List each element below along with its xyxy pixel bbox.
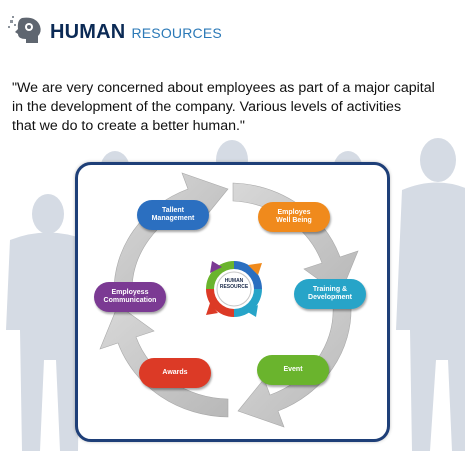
node-talent-management: Tallent Management (137, 200, 209, 230)
title-light: RESOURCES (131, 25, 222, 41)
hr-cycle-panel: HUMAN RESOURCE Tallent Management Employ… (75, 162, 390, 442)
hub-label: HUMAN RESOURCE (219, 278, 249, 290)
mission-quote: "We are very concerned about employees a… (12, 79, 460, 136)
gear-head-icon (8, 16, 41, 43)
node-awards: Awards (139, 358, 211, 388)
page-title: HUMAN RESOURCES (50, 20, 222, 45)
title-strong: HUMAN (50, 21, 126, 43)
quote-line: that we do to create a better human." (12, 118, 245, 134)
node-event: Event (257, 355, 329, 385)
node-employee-well-being: Employes Well Being (258, 202, 330, 232)
quote-line: in the development of the company. Vario… (12, 99, 402, 115)
node-training-development: Training & Development (294, 279, 366, 309)
node-employee-communication: Employess Communication (94, 282, 166, 312)
quote-line: "We are very concerned about employees a… (12, 80, 435, 96)
